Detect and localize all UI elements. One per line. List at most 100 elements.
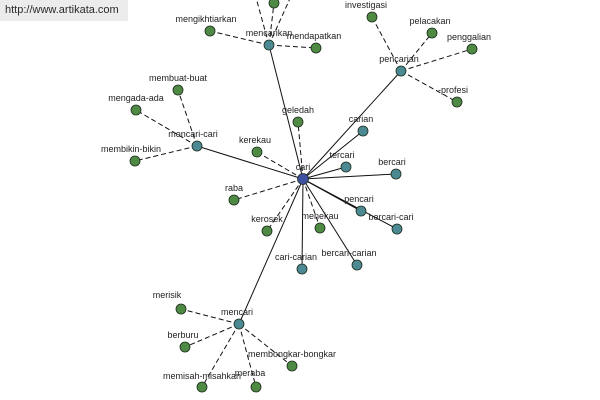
- node-penggalian[interactable]: penggalian: [447, 32, 491, 55]
- node-label-membikin-bikin: membikin-bikin: [101, 144, 161, 154]
- node-label-pencari: pencari: [344, 194, 374, 204]
- node-label-investigasi: investigasi: [345, 0, 387, 10]
- node-circle-carian[interactable]: [357, 125, 369, 137]
- edge-cari-to-cari-carian: [301, 178, 304, 270]
- node-label-bercari: bercari: [378, 157, 406, 167]
- node-label-raba: raba: [225, 183, 243, 193]
- edges-layer: [134, 0, 473, 388]
- node-circle-menekau[interactable]: [314, 222, 326, 234]
- node-circle-mencarikan[interactable]: [263, 39, 275, 51]
- edge-cari-to-mencari-cari: [196, 145, 304, 180]
- node-kerosek[interactable]: kerosek: [251, 214, 283, 237]
- node-mengikhtiarkan[interactable]: mengikhtiarkan: [175, 14, 237, 37]
- node-circle-pencarian[interactable]: [395, 65, 407, 77]
- node-circle-bercari-carian[interactable]: [351, 259, 363, 271]
- node-label-kerosek: kerosek: [251, 214, 283, 224]
- node-label-geledah: geledah: [282, 105, 314, 115]
- node-circle-mendapatkan[interactable]: [310, 42, 322, 54]
- node-label-cari-carian: cari-carian: [275, 252, 317, 262]
- node-circle-mencari[interactable]: [233, 318, 245, 330]
- node-circle-bercari[interactable]: [390, 168, 402, 180]
- node-membuat-buat[interactable]: membuat-buat: [149, 73, 208, 96]
- node-circle-membongkar-bongkar[interactable]: [286, 360, 298, 372]
- node-circle-kerekau[interactable]: [251, 146, 263, 158]
- edge-cari-to-tercari: [302, 166, 347, 180]
- node-circle-mengada-ada[interactable]: [130, 104, 142, 116]
- node-membongkar-bongkar[interactable]: membongkar-bongkar: [248, 349, 336, 372]
- node-circle-penggalian[interactable]: [466, 43, 478, 55]
- edge-mencari-to-merisik: [180, 308, 240, 325]
- node-mencari[interactable]: mencari: [221, 307, 253, 330]
- node-merisik[interactable]: merisik: [153, 290, 187, 315]
- node-circle-merisik[interactable]: [175, 303, 187, 315]
- node-bercari-carian[interactable]: bercari-carian: [321, 248, 377, 271]
- node-label-cari: cari: [296, 162, 311, 172]
- edge-cari-to-mencarikan: [268, 44, 304, 180]
- edge-pencarian-to-pelacakan: [400, 32, 433, 72]
- node-circle-tercari[interactable]: [340, 161, 352, 173]
- node-pencari[interactable]: pencari: [344, 194, 374, 217]
- node-investigasi[interactable]: investigasi: [345, 0, 387, 23]
- node-bercari-cari[interactable]: bercari-cari: [368, 212, 414, 235]
- node-tercari[interactable]: tercari: [329, 150, 355, 173]
- node-geledah[interactable]: geledah: [282, 105, 314, 128]
- node-memisah-misahkan[interactable]: memisah-misahkan: [163, 371, 241, 393]
- node-circle-investigasi[interactable]: [366, 11, 378, 23]
- node-mengada-ada[interactable]: mengada-ada: [108, 93, 164, 116]
- node-label-pencarian: pencarian: [379, 54, 419, 64]
- node-bercari[interactable]: bercari: [378, 157, 406, 180]
- node-circle-membuat-buat[interactable]: [172, 84, 184, 96]
- node-circle-bercari-cari[interactable]: [391, 223, 403, 235]
- node--profesi[interactable]: -profesi: [438, 85, 468, 108]
- node-berburu[interactable]: berburu: [167, 330, 199, 353]
- node-circle-cari[interactable]: [297, 173, 309, 185]
- node-circle-berburu[interactable]: [179, 341, 191, 353]
- node-circle-membikin-bikin[interactable]: [129, 155, 141, 167]
- node-label-kerekau: kerekau: [239, 135, 271, 145]
- node-label-berburu: berburu: [167, 330, 198, 340]
- edge-cari-to-kerosek: [266, 178, 304, 232]
- node-circle--profesi[interactable]: [451, 96, 463, 108]
- node-circle-raba[interactable]: [228, 194, 240, 206]
- node-circle-geledah[interactable]: [292, 116, 304, 128]
- node-menekau[interactable]: menekau: [301, 211, 339, 234]
- node-mendapatkan[interactable]: mendapatkan: [287, 31, 342, 54]
- node-circle-mengikhtiarkan[interactable]: [204, 25, 216, 37]
- node-circle-pelacakan[interactable]: [426, 27, 438, 39]
- node-raba[interactable]: raba: [225, 183, 243, 206]
- node-cari-carian[interactable]: cari-carian: [275, 252, 317, 275]
- node-membikin-bikin[interactable]: membikin-bikin: [101, 144, 161, 167]
- edge-mencari-to-memisah-misahkan: [201, 323, 240, 388]
- source-url-badge[interactable]: http://www.artikata.com: [0, 0, 128, 21]
- node-circle-pencari[interactable]: [355, 205, 367, 217]
- node-circle-top-a[interactable]: [268, 0, 280, 9]
- edge-cari-to-kerekau: [256, 151, 304, 180]
- node-kerekau[interactable]: kerekau: [239, 135, 271, 158]
- edge-mencari-cari-to-membuat-buat: [177, 89, 198, 147]
- node-mencarikan[interactable]: mencarikan: [246, 28, 293, 51]
- node-circle-meraba[interactable]: [250, 381, 262, 393]
- node-meraba[interactable]: meraba: [235, 368, 266, 393]
- node-carian[interactable]: carian: [349, 114, 374, 137]
- node-label-memisah-misahkan: memisah-misahkan: [163, 371, 241, 381]
- node-label-bercari-cari: bercari-cari: [368, 212, 413, 222]
- edge-mencarikan-to-mendapatkan: [268, 44, 317, 49]
- node-circle-mencari-cari[interactable]: [191, 140, 203, 152]
- edge-mencarikan-to-mengikhtiarkan: [209, 30, 270, 46]
- node-label-menekau: menekau: [301, 211, 338, 221]
- edge-mencarikan-to-top-a: [268, 2, 275, 46]
- node-top-a[interactable]: [268, 0, 280, 9]
- node-pencarian[interactable]: pencarian: [379, 54, 419, 77]
- node-cari[interactable]: cari: [296, 162, 311, 185]
- node-mencari-cari[interactable]: mencari-cari: [168, 129, 218, 152]
- node-circle-cari-carian[interactable]: [296, 263, 308, 275]
- node-circle-kerosek[interactable]: [261, 225, 273, 237]
- edge-cari-to-menekau: [302, 178, 321, 229]
- node-label-meraba: meraba: [235, 368, 266, 378]
- node-label-mendapatkan: mendapatkan: [287, 31, 342, 41]
- node-pelacakan[interactable]: pelacakan: [409, 16, 451, 39]
- edge-pencarian-to--profesi: [400, 70, 458, 103]
- edge-cari-to-pencarian: [302, 70, 402, 180]
- node-label-bercari-carian: bercari-carian: [321, 248, 376, 258]
- node-circle-memisah-misahkan[interactable]: [196, 381, 208, 393]
